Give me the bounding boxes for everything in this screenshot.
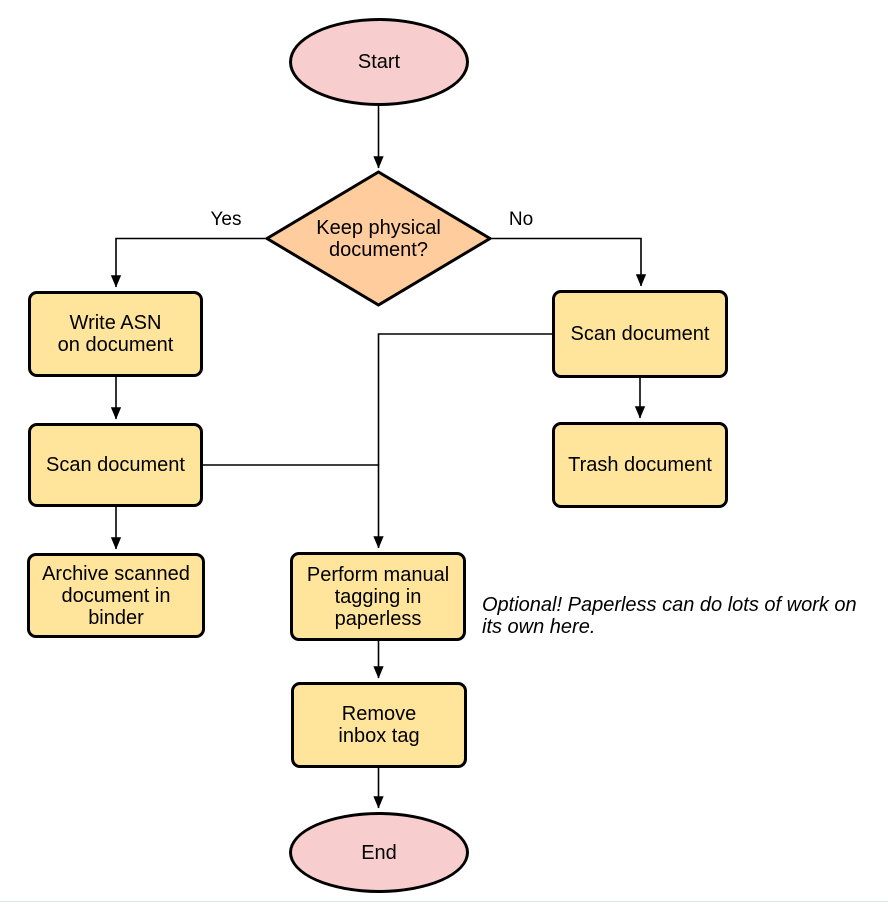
node-tagging-label: Perform manual tagging in paperless	[306, 563, 450, 630]
node-remove-inbox-tag: Remove inbox tag	[291, 682, 467, 768]
node-write-asn-on-document: Write ASN on document	[28, 291, 203, 377]
edge-decision-no-to-scan-right	[492, 237, 647, 287]
node-archive-scanned-document: Archive scanned document in binder	[27, 553, 205, 638]
node-start-label: Start	[357, 51, 401, 73]
page-bottom-edge	[0, 901, 888, 902]
edge-label-no: No	[508, 209, 534, 230]
decision-diamond-shape	[264, 170, 493, 307]
node-keep-physical-document-decision: Keep physical document?	[278, 206, 479, 271]
node-trash-document: Trash document	[552, 422, 728, 508]
node-scan-right-label: Scan document	[570, 323, 710, 345]
edge-decision-yes-to-write-asn	[110, 237, 265, 288]
optional-note: Optional! Paperless can do lots of work …	[482, 594, 857, 638]
node-scan-left-label: Scan document	[46, 454, 185, 476]
node-perform-manual-tagging: Perform manual tagging in paperless	[290, 552, 466, 641]
node-end-label: End	[361, 841, 397, 864]
node-remove-inbox-label: Remove inbox tag	[338, 703, 420, 747]
node-scan-document-left: Scan document	[28, 423, 203, 507]
node-write-asn-label: Write ASN on document	[57, 312, 174, 356]
node-archive-label: Archive scanned document in binder	[42, 562, 190, 629]
node-start: Start	[289, 18, 469, 106]
node-end: End	[289, 812, 469, 893]
node-trash-label: Trash document	[568, 454, 712, 476]
edge-label-yes: Yes	[210, 209, 242, 230]
edge-scan-right-to-tagging	[373, 333, 552, 549]
node-decision-label: Keep physical document?	[316, 216, 441, 261]
node-scan-document-right: Scan document	[552, 290, 728, 378]
